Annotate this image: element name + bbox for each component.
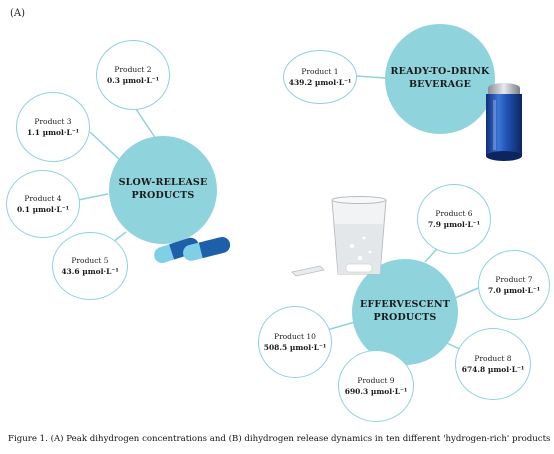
hub-effervescent: EFFERVESCENT PRODUCTS (352, 259, 458, 365)
node-product-4: Product 4 0.1 µmol·L⁻¹ (6, 170, 80, 238)
panel-label: (A) (10, 8, 26, 19)
node-product-10: Product 10 508.5 µmol·L⁻¹ (258, 306, 332, 378)
product-name: Product 6 (435, 208, 473, 218)
beverage-can-illustration (486, 83, 522, 161)
hub-ready-to-drink-label: READY-TO-DRINK BEVERAGE (390, 66, 490, 90)
effervescent-glass-illustration (291, 196, 387, 277)
product-name: Product 5 (71, 255, 109, 265)
product-value: 43.6 µmol·L⁻¹ (61, 267, 119, 276)
node-product-8: Product 8 674.8 µmol·L⁻¹ (455, 328, 531, 400)
node-product-2: Product 2 0.3 µmol·L⁻¹ (96, 40, 170, 110)
figure-caption: Figure 1. (A) Peak dihydrogen concentrat… (8, 434, 551, 444)
link-product-3 (89, 131, 121, 161)
node-product-7: Product 7 7.0 µmol·L⁻¹ (478, 250, 550, 320)
product-name: Product 10 (274, 331, 316, 341)
node-product-1: Product 1 439.2 µmol·L⁻¹ (283, 50, 357, 104)
node-product-9: Product 9 690.3 µmol·L⁻¹ (338, 350, 414, 422)
product-value: 0.3 µmol·L⁻¹ (106, 76, 160, 85)
link-product-4 (77, 193, 109, 201)
product-name: Product 2 (114, 64, 152, 74)
product-value: 439.2 µmol·L⁻¹ (288, 78, 352, 87)
product-value: 674.8 µmol·L⁻¹ (461, 365, 525, 374)
hub-slow-release-label: SLOW-RELEASE PRODUCTS (118, 177, 208, 201)
product-name: Product 1 (301, 66, 339, 76)
product-name: Product 3 (34, 116, 72, 126)
product-name: Product 8 (474, 353, 512, 363)
node-product-5: Product 5 43.6 µmol·L⁻¹ (52, 232, 128, 300)
hub-slow-release: SLOW-RELEASE PRODUCTS (109, 136, 217, 244)
hub-ready-to-drink: READY-TO-DRINK BEVERAGE (385, 24, 495, 134)
product-value: 0.1 µmol·L⁻¹ (16, 205, 70, 214)
product-value: 1.1 µmol·L⁻¹ (26, 128, 80, 137)
node-product-6: Product 6 7.9 µmol·L⁻¹ (417, 184, 491, 254)
product-value: 7.0 µmol·L⁻¹ (487, 286, 541, 295)
product-value: 7.9 µmol·L⁻¹ (427, 220, 481, 229)
hub-effervescent-label: EFFERVESCENT PRODUCTS (360, 299, 450, 323)
node-product-3: Product 3 1.1 µmol·L⁻¹ (16, 92, 90, 162)
capsules-illustration (154, 237, 231, 264)
product-name: Product 9 (357, 375, 395, 385)
product-name: Product 4 (24, 193, 62, 203)
product-value: 508.5 µmol·L⁻¹ (263, 343, 327, 352)
product-value: 690.3 µmol·L⁻¹ (344, 387, 408, 396)
link-product-1 (355, 75, 386, 79)
product-name: Product 7 (495, 274, 533, 284)
